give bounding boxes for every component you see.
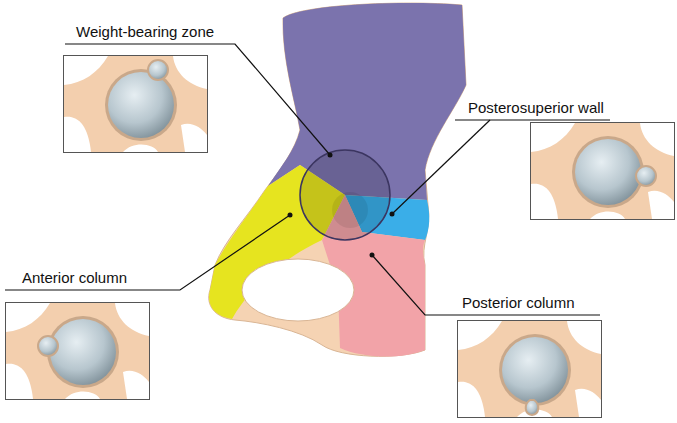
- leader-dot: [288, 213, 293, 218]
- inset-weight-bearing: [64, 56, 208, 153]
- leader-line: [372, 255, 600, 315]
- inset-posterior: [458, 321, 602, 418]
- part-label: Posterosuperior wall: [468, 99, 604, 117]
- acetabular-fossa: [332, 192, 368, 228]
- leader-line: [65, 44, 330, 155]
- leader-line: [392, 120, 490, 214]
- inset-anterior: [6, 303, 150, 400]
- part-label: Posterior column: [462, 294, 575, 312]
- leader-dot: [370, 253, 375, 258]
- leader-line: [5, 215, 290, 290]
- obturator-foramen: [242, 259, 354, 321]
- part-label: Anterior column: [22, 269, 127, 287]
- part-label: Weight-bearing zone: [76, 23, 214, 41]
- acetabulum: [300, 150, 390, 240]
- leader-dot: [328, 153, 333, 158]
- leader-line: [455, 119, 610, 120]
- leader-dot: [390, 212, 395, 217]
- inset-posterosuperior: [531, 123, 675, 220]
